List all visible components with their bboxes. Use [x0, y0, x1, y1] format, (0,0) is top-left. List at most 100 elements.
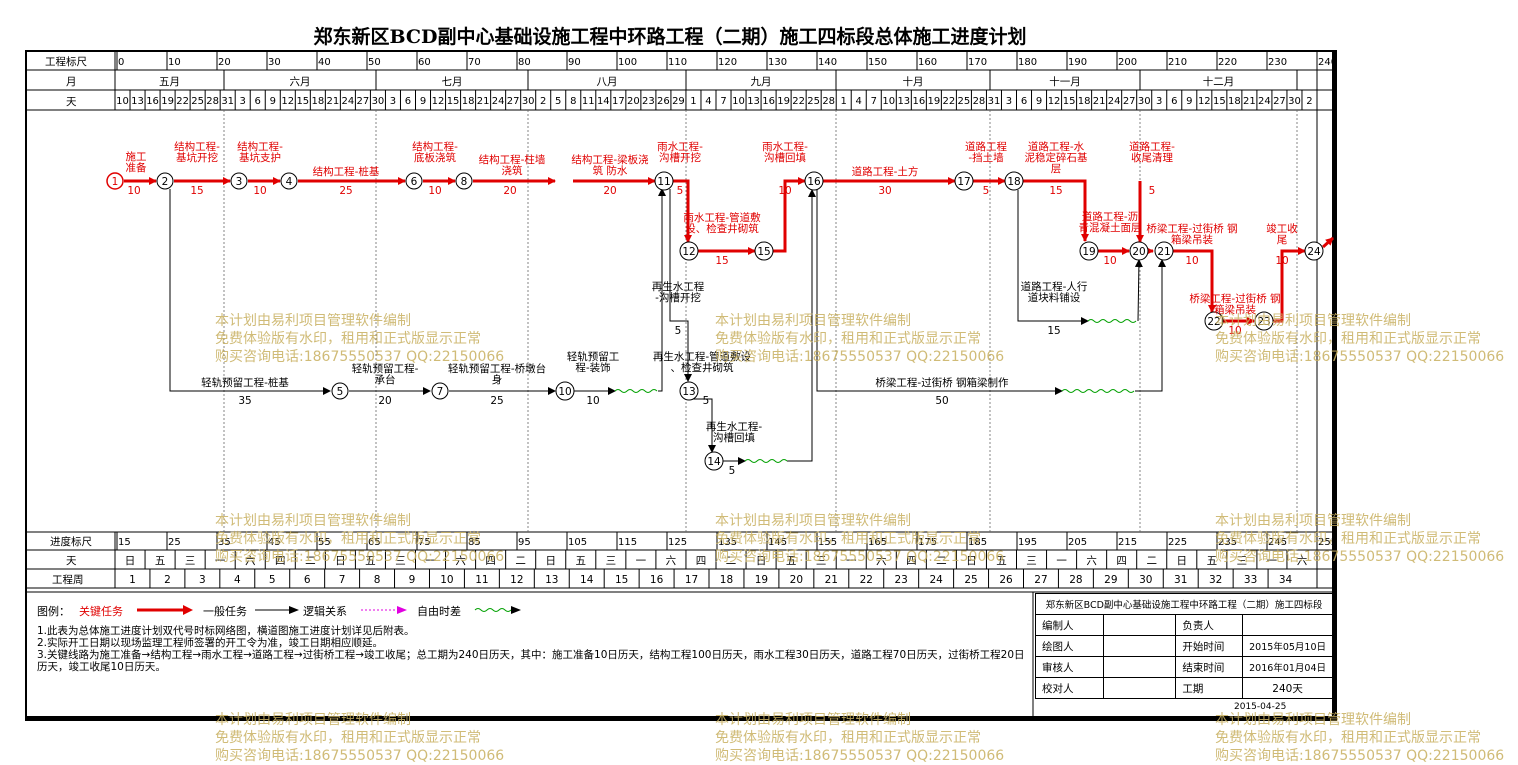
progress-tick: 85 — [468, 537, 481, 548]
weekday-cell: 日 — [966, 555, 977, 567]
progress-tick: 55 — [318, 537, 331, 548]
task-label: 层 — [1051, 163, 1062, 175]
day-row-label: 天 — [66, 96, 77, 108]
node-18: 18 — [1004, 171, 1024, 191]
task-label: 、检查井砌筑 — [671, 361, 734, 374]
progress-tick: 115 — [618, 537, 637, 548]
day-cell: 21 — [1093, 96, 1106, 107]
week-cell: 13 — [545, 574, 558, 586]
scale-tick: 40 — [318, 57, 331, 68]
month-label: 五月 — [159, 76, 180, 88]
weekday-cell: 二 — [305, 555, 316, 567]
day-cell: 1 — [841, 96, 847, 107]
weekday-cell: 日 — [125, 555, 136, 567]
node-8: 8 — [455, 172, 473, 190]
task-label: 底板浇筑 — [414, 151, 456, 164]
watermark: 本计划由易利项目管理软件编制免费体验版有水印，租用和正式版显示正常购买咨询电话:… — [1215, 712, 1505, 764]
watermark: 本计划由易利项目管理软件编制免费体验版有水印，租用和正式版显示正常购买咨询电话:… — [715, 313, 1005, 365]
weekday-cell: 一 — [215, 555, 226, 567]
weekday-cell: 三 — [395, 555, 406, 567]
critical-arrows — [124, 177, 1335, 325]
day-cell: 13 — [747, 96, 760, 107]
day-cell: 19 — [927, 96, 940, 107]
progress-tick: 75 — [418, 537, 431, 548]
week-row-label: 工程周 — [52, 574, 84, 586]
task-duration: 10 — [428, 185, 441, 197]
scale-tick: 0 — [118, 57, 124, 68]
day-cell: 24 — [492, 96, 505, 107]
day-cell: 6 — [255, 96, 261, 107]
svg-text:12: 12 — [682, 246, 695, 258]
week-cell: 9 — [409, 574, 416, 586]
node-19: 19 — [1079, 241, 1099, 261]
weekday-cell: 二 — [1146, 555, 1157, 567]
weekday-cell: 四 — [275, 555, 286, 567]
day-cell: 31 — [988, 96, 1001, 107]
day-cell: 28 — [822, 96, 835, 107]
svg-text:18: 18 — [1007, 176, 1020, 188]
task-label: 施工 — [126, 150, 147, 163]
task-label: 结构工程- — [174, 140, 220, 153]
task-label: 沟槽回填 — [713, 431, 755, 444]
progress-tick: 95 — [518, 537, 531, 548]
weekday-cell: 五 — [1207, 555, 1218, 567]
day-cell: 5 — [555, 96, 561, 107]
node-12: 12 — [679, 241, 699, 261]
watermark: 本计划由易利项目管理软件编制免费体验版有水印，租用和正式版显示正常购买咨询电话:… — [215, 513, 505, 565]
day-cell: 22 — [792, 96, 805, 107]
signoff-value — [1103, 656, 1177, 678]
week-cell: 31 — [1174, 574, 1187, 586]
task-label: 轻轨预留工程-桩基 — [201, 376, 289, 389]
task-label: 准备 — [126, 161, 147, 174]
node-10: 10 — [555, 381, 575, 401]
day-cell: 12 — [1048, 96, 1061, 107]
day-cell: 3 — [1006, 96, 1012, 107]
node-20: 20 — [1129, 241, 1149, 261]
scale-tick: 200 — [1118, 57, 1137, 68]
svg-text:14: 14 — [707, 456, 721, 468]
task-label: 再生水工程 — [652, 280, 705, 293]
task-label: 再生水工程- — [706, 420, 762, 433]
day-cell: 9 — [270, 96, 276, 107]
plan-date: 2015-04-25 — [1234, 702, 1287, 712]
scale-tick: 150 — [868, 57, 887, 68]
week-cell: 15 — [615, 574, 628, 586]
week-cell: 17 — [685, 574, 698, 586]
day-cell: 2 — [1306, 96, 1312, 107]
task-label: 雨水工程-管道敷 — [683, 211, 761, 224]
node-2: 2 — [156, 172, 174, 190]
weekday-cell: 六 — [1086, 555, 1097, 567]
day-cell: 2 — [540, 96, 546, 107]
task-label: 道路工程-沥 — [1082, 210, 1138, 223]
task-label: 再生水工程-管道敷设 — [653, 350, 752, 363]
week-cell: 4 — [234, 574, 241, 586]
week-cell: 10 — [440, 574, 453, 586]
progress-tick: 215 — [1118, 537, 1137, 548]
day-cell: 31 — [221, 96, 234, 107]
svg-text:4: 4 — [286, 176, 293, 188]
task-label: 道路工程- — [1129, 140, 1175, 153]
scale-tick: 30 — [268, 57, 281, 68]
scale-tick: 170 — [968, 57, 987, 68]
legend-critical-label: 关键任务 — [79, 605, 123, 618]
scale-tick: 220 — [1218, 57, 1237, 68]
scale-tick: 240 — [1318, 57, 1337, 68]
day-cell: 28 — [206, 96, 219, 107]
task-duration: 10 — [127, 185, 140, 197]
node-14: 14 — [704, 451, 724, 471]
weekday-cell: 五 — [365, 555, 376, 567]
signoff-key: 绘图人 — [1034, 635, 1105, 657]
task-duration: 20 — [503, 185, 516, 197]
scale-tick: 120 — [718, 57, 737, 68]
day-cell: 11 — [582, 96, 595, 107]
day-cell: 10 — [116, 96, 129, 107]
task-duration: 10 — [1275, 255, 1288, 267]
scale-tick: 110 — [668, 57, 687, 68]
week-cell: 25 — [964, 574, 977, 586]
weekday-cell: 一 — [636, 555, 647, 567]
task-label: 轻轨预留工程-桥墩台 — [448, 362, 546, 375]
week-cell: 7 — [339, 574, 346, 586]
task-duration: 10 — [1103, 255, 1116, 267]
task-duration: 5 — [677, 185, 684, 197]
